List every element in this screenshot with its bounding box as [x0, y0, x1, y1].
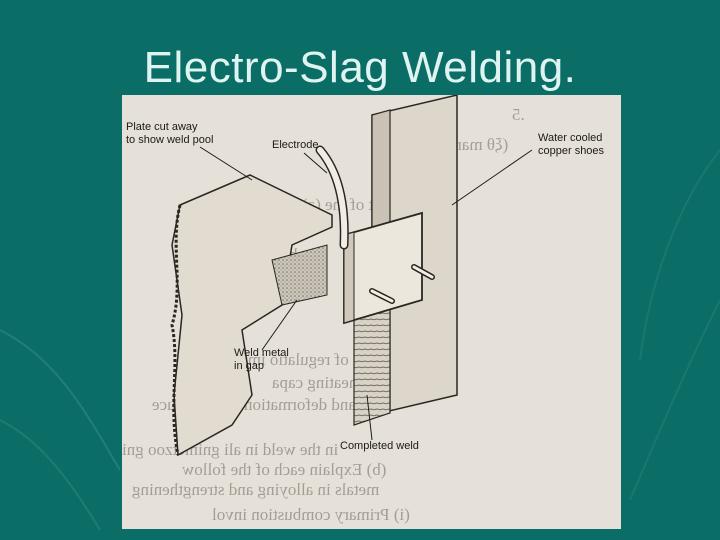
label-water-cooled-line2: copper shoes: [538, 145, 605, 157]
left-plate: [170, 174, 333, 457]
electrode-wire: [315, 145, 349, 250]
label-water-cooled-line1: Water cooled: [538, 132, 603, 144]
copper-shoe: [343, 211, 435, 325]
welding-diagram: .5 (ξθ mark) The heat of the (a) • have …: [122, 95, 621, 529]
label-electrode: Electrode: [272, 139, 319, 151]
leader-lines: [199, 146, 533, 441]
label-completed-weld: Completed weld: [340, 440, 419, 452]
label-weld-metal-line1: Weld metal: [234, 347, 289, 359]
label-weld-metal-line2: in gap: [234, 360, 264, 372]
label-plate-cut-line1: Plate cut away: [126, 121, 198, 133]
welding-drawing: [170, 95, 533, 457]
slide-title: Electro-Slag Welding.: [143, 43, 577, 92]
label-plate-cut-line2: to show weld pool: [126, 134, 214, 146]
